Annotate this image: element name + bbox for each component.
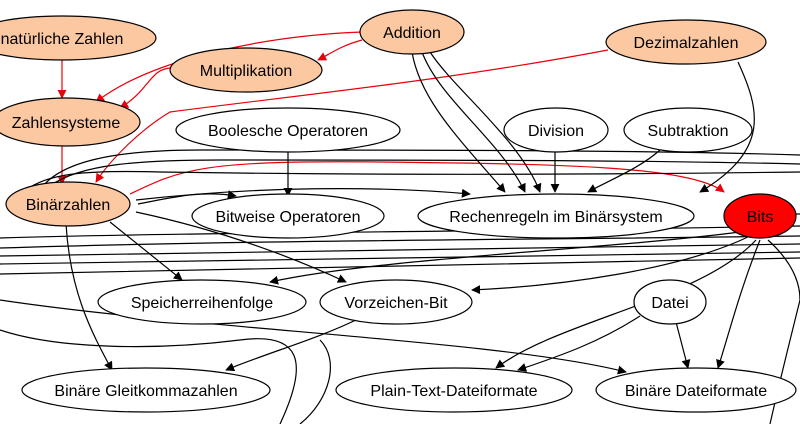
edge-multiplikation-to-zahlensysteme bbox=[119, 67, 173, 109]
edge-bits-to-vorzeichen bbox=[471, 235, 751, 295]
node-label: Binärzahlen bbox=[26, 197, 111, 214]
edge-bottom-curve-2 bbox=[299, 339, 331, 425]
node-shape bbox=[503, 107, 609, 153]
node-shape bbox=[623, 107, 753, 153]
node-label: Vorzeichen-Bit bbox=[344, 295, 448, 312]
edge-datei-to-binaere-dateiformate bbox=[675, 321, 691, 369]
edge-bits-to-speicherreihenfolge bbox=[269, 231, 741, 285]
edge-bottom-right-curve bbox=[769, 299, 800, 425]
node-label: Rechenregeln im Binärsystem bbox=[449, 209, 662, 226]
edge-binaerzahlen-to-bitweise bbox=[137, 190, 237, 205]
node-shape bbox=[175, 107, 401, 153]
node-addition[interactable]: Addition bbox=[359, 9, 465, 55]
edge-bits-to-plaintext bbox=[495, 239, 757, 369]
node-shape bbox=[5, 181, 131, 227]
node-label: natürliche Zahlen bbox=[1, 31, 124, 48]
node-zahlensysteme[interactable]: Zahlensysteme bbox=[0, 97, 141, 147]
edge-binaerzahlen-to-gleitkomma bbox=[65, 223, 113, 371]
node-shape bbox=[319, 279, 473, 325]
node-shape bbox=[0, 15, 157, 61]
node-vorzeichen-bit[interactable]: Vorzeichen-Bit bbox=[319, 279, 473, 325]
edge-dezimalzahlen-to-rechenregeln bbox=[699, 61, 755, 193]
node-shape bbox=[595, 367, 797, 413]
node-label: Subtraktion bbox=[648, 123, 729, 140]
node-shape bbox=[605, 19, 767, 65]
node-label: Dezimalzahlen bbox=[634, 35, 739, 52]
node-division[interactable]: Division bbox=[503, 107, 609, 153]
node-subtraktion[interactable]: Subtraktion bbox=[623, 107, 753, 153]
node-label: Bitweise Operatoren bbox=[216, 209, 361, 226]
edge-bits-to-binaere-dateiformate bbox=[716, 239, 761, 369]
node-label: Addition bbox=[383, 25, 441, 42]
node-dezimalzahlen[interactable]: Dezimalzahlen bbox=[605, 19, 767, 65]
node-shape bbox=[191, 193, 385, 239]
node-label: Zahlensysteme bbox=[12, 115, 121, 132]
node-binaere-gleitkommazahlen[interactable]: Binäre Gleitkommazahlen bbox=[21, 367, 271, 413]
node-label: Bits bbox=[747, 209, 774, 226]
node-datei[interactable]: Datei bbox=[633, 279, 707, 325]
node-shape bbox=[633, 279, 707, 325]
node-label: Speicherreihenfolge bbox=[131, 295, 273, 312]
node-label: Plain-Text-Dateiformate bbox=[370, 383, 537, 400]
edge-subtraktion-to-rechenregeln bbox=[587, 149, 661, 193]
edge-binaerzahlen-to-vorzeichen bbox=[135, 211, 347, 283]
nodes: natürliche Zahlen Addition Multiplikatio… bbox=[0, 9, 797, 413]
edge-right-curve bbox=[767, 239, 800, 301]
node-shape bbox=[417, 193, 695, 239]
edge-dezimalzahlen-to-binaerzahlen bbox=[95, 49, 609, 183]
edge-addition-to-multiplikation bbox=[317, 39, 363, 61]
node-multiplikation[interactable]: Multiplikation bbox=[169, 47, 323, 93]
edge-binaerzahlen-to-speicherreihenfolge bbox=[109, 221, 183, 281]
node-shape bbox=[335, 367, 573, 413]
node-label: Boolesche Operatoren bbox=[208, 123, 368, 140]
edge-bundle-2 bbox=[0, 235, 800, 249]
edge-bundle-top-3 bbox=[19, 170, 800, 197]
node-shape bbox=[359, 9, 465, 55]
node-plain-text-dateiformate[interactable]: Plain-Text-Dateiformate bbox=[335, 367, 573, 413]
node-label: Binäre Gleitkommazahlen bbox=[54, 383, 237, 400]
node-boolesche-operatoren[interactable]: Boolesche Operatoren bbox=[175, 107, 401, 153]
edge-bundle-1 bbox=[0, 225, 800, 239]
node-label: Division bbox=[528, 123, 584, 140]
node-binaerzahlen[interactable]: Binärzahlen bbox=[5, 181, 131, 227]
edge-datei-to-plaintext bbox=[517, 315, 641, 372]
edge-bundle-top-1 bbox=[39, 149, 800, 191]
edge-vorzeichen-to-gleitkomma bbox=[225, 317, 361, 372]
node-bits[interactable]: Bits bbox=[723, 193, 797, 239]
node-shape bbox=[723, 193, 797, 239]
node-shape bbox=[0, 97, 141, 147]
node-shape bbox=[169, 47, 323, 93]
node-rechenregeln[interactable]: Rechenregeln im Binärsystem bbox=[417, 193, 695, 239]
node-natuerliche-zahlen[interactable]: natürliche Zahlen bbox=[0, 15, 157, 61]
edge-binaerzahlen-to-bits bbox=[129, 161, 725, 195]
node-label: Datei bbox=[651, 295, 688, 312]
node-label: Multiplikation bbox=[200, 63, 292, 80]
node-shape bbox=[21, 367, 271, 413]
node-speicherreihenfolge[interactable]: Speicherreihenfolge bbox=[97, 279, 307, 325]
edge-bundle-top-2 bbox=[49, 159, 800, 187]
node-label: Binäre Dateiformate bbox=[625, 383, 767, 400]
edge-long-to-binaere-dateiformate bbox=[0, 299, 627, 375]
node-binaere-dateiformate[interactable]: Binäre Dateiformate bbox=[595, 367, 797, 413]
edges bbox=[0, 31, 800, 425]
edge-bottom-left-curve bbox=[0, 329, 297, 425]
node-bitweise-operatoren[interactable]: Bitweise Operatoren bbox=[191, 193, 385, 239]
node-shape bbox=[97, 279, 307, 325]
